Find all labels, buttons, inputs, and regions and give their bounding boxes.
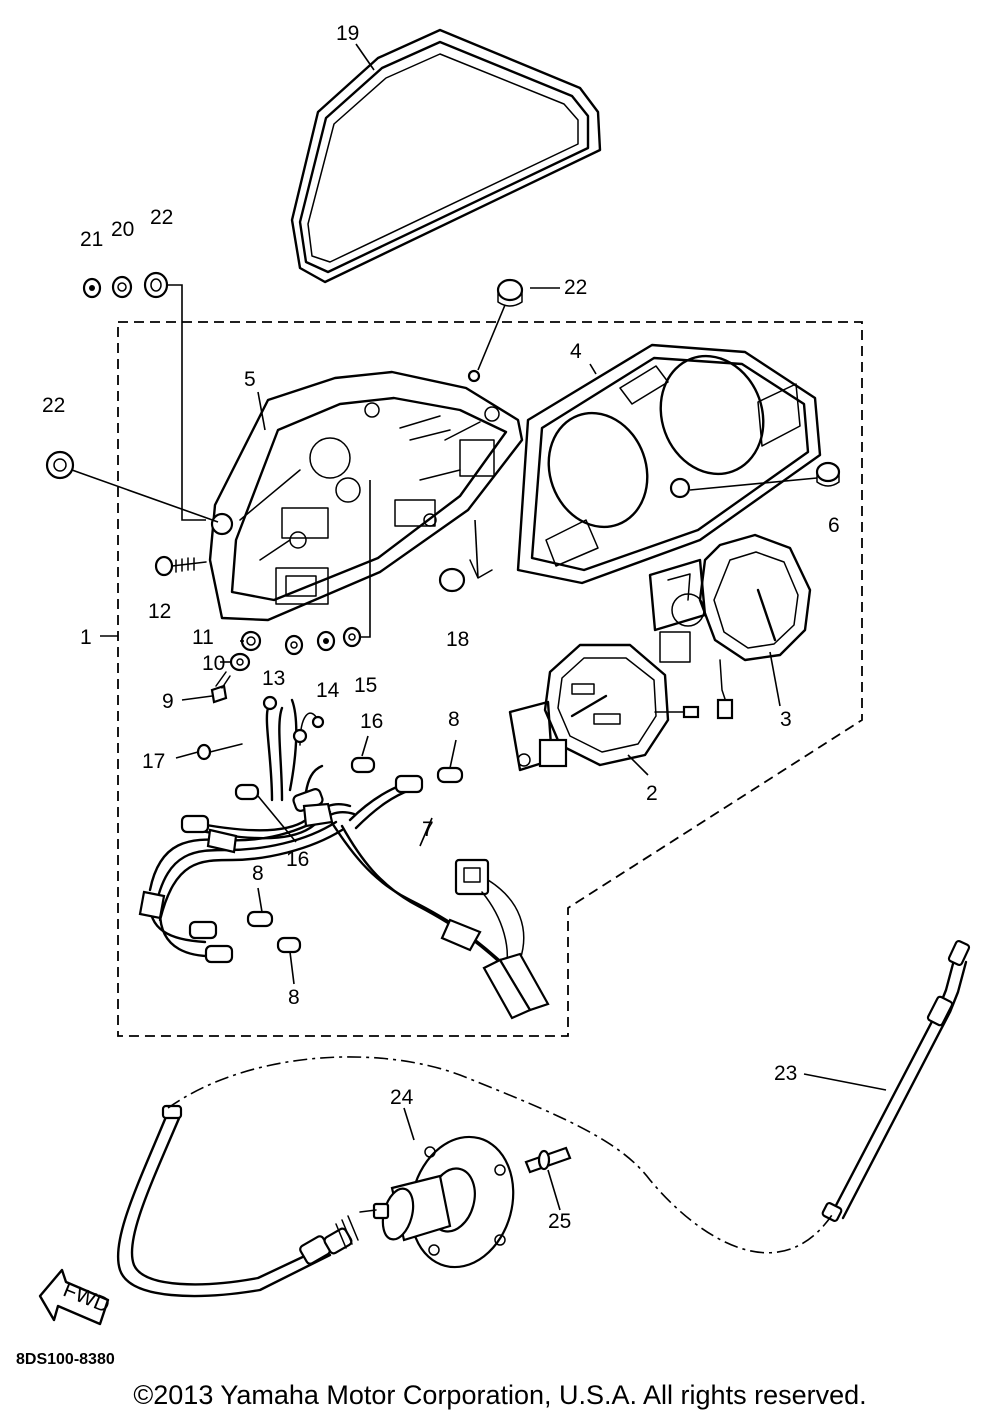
callout-labels: 19 21 20 22 22 22 5 4 6 12 18 1 11 10 13… [16,22,840,1368]
callout-12: 12 [148,600,171,623]
fwd-label: FWD [60,1278,113,1317]
damper-part-22-right [467,278,524,383]
callout-8-bottom: 8 [288,986,300,1009]
washer-part-11 [240,630,262,652]
callout-leaders [100,43,887,1211]
pin-part-25 [524,1146,572,1174]
callout-19: 19 [336,22,359,45]
callout-16-bottom: 16 [286,848,309,871]
grommet-part-18 [438,519,493,593]
screw-part-12 [154,555,207,577]
callout-22-left: 22 [42,394,65,417]
callout-13: 13 [262,667,285,690]
washer-part-15 [342,480,371,648]
nut-part-10 [229,652,251,672]
callout-24: 24 [390,1086,414,1109]
cable-routing-line [167,1056,833,1254]
callout-8-mid: 8 [252,862,264,885]
callout-2: 2 [646,782,658,805]
callout-9: 9 [162,690,174,713]
callout-25: 25 [548,1210,571,1233]
diagram-reference: 8DS100-8380 [16,1351,115,1368]
callout-22-right: 22 [564,276,587,299]
callout-5: 5 [244,368,256,391]
callout-11: 11 [192,626,214,649]
bulb-part-16-top [350,756,376,774]
callout-17: 17 [142,750,165,773]
tachometer-part-3 [648,533,812,720]
callout-7: 7 [422,818,434,841]
meter-case-part-5 [208,370,524,622]
screw-part-17 [196,743,243,761]
callout-4: 4 [570,340,582,363]
callout-8-top: 8 [448,708,460,731]
washer-part-20 [111,275,133,299]
nut-part-13 [284,634,304,656]
callout-16-top: 16 [360,710,383,733]
callout-1: 1 [80,626,92,649]
callout-22-top: 22 [150,206,173,229]
assembly-boundary [117,321,863,1037]
copyright-notice: ©2013 Yamaha Motor Corporation, U.S.A. A… [133,1380,867,1410]
meter-panel-part-4 [516,343,822,585]
bulb-part-16-left [234,783,260,801]
lens-gasket-part-19 [290,28,602,284]
callout-14: 14 [316,679,340,702]
callout-20: 20 [111,218,134,241]
bulb-part-8-bottom-a [246,910,274,928]
damper-part-22-top [143,271,206,521]
washer-part-14 [316,630,336,652]
wire-harness-part-7 [138,695,550,1020]
speedometer-part-2 [508,643,700,772]
grommet-part-6 [689,461,841,491]
damper-part-22-left [45,450,219,523]
callout-18: 18 [446,628,469,651]
washer-part-21 [82,277,102,299]
callout-15: 15 [354,674,377,697]
screw-part-9 [210,671,231,704]
callout-3: 3 [780,708,792,731]
callout-10: 10 [202,652,225,675]
speedometer-cable-part-23 [116,939,971,1298]
bulb-part-8-top [436,766,464,784]
gear-unit-part-24 [359,1135,515,1269]
callout-23: 23 [774,1062,797,1085]
callout-21: 21 [80,228,103,251]
bulb-part-8-bottom-b [276,936,302,954]
forward-arrow-icon [38,1268,110,1326]
callout-6: 6 [828,514,840,537]
